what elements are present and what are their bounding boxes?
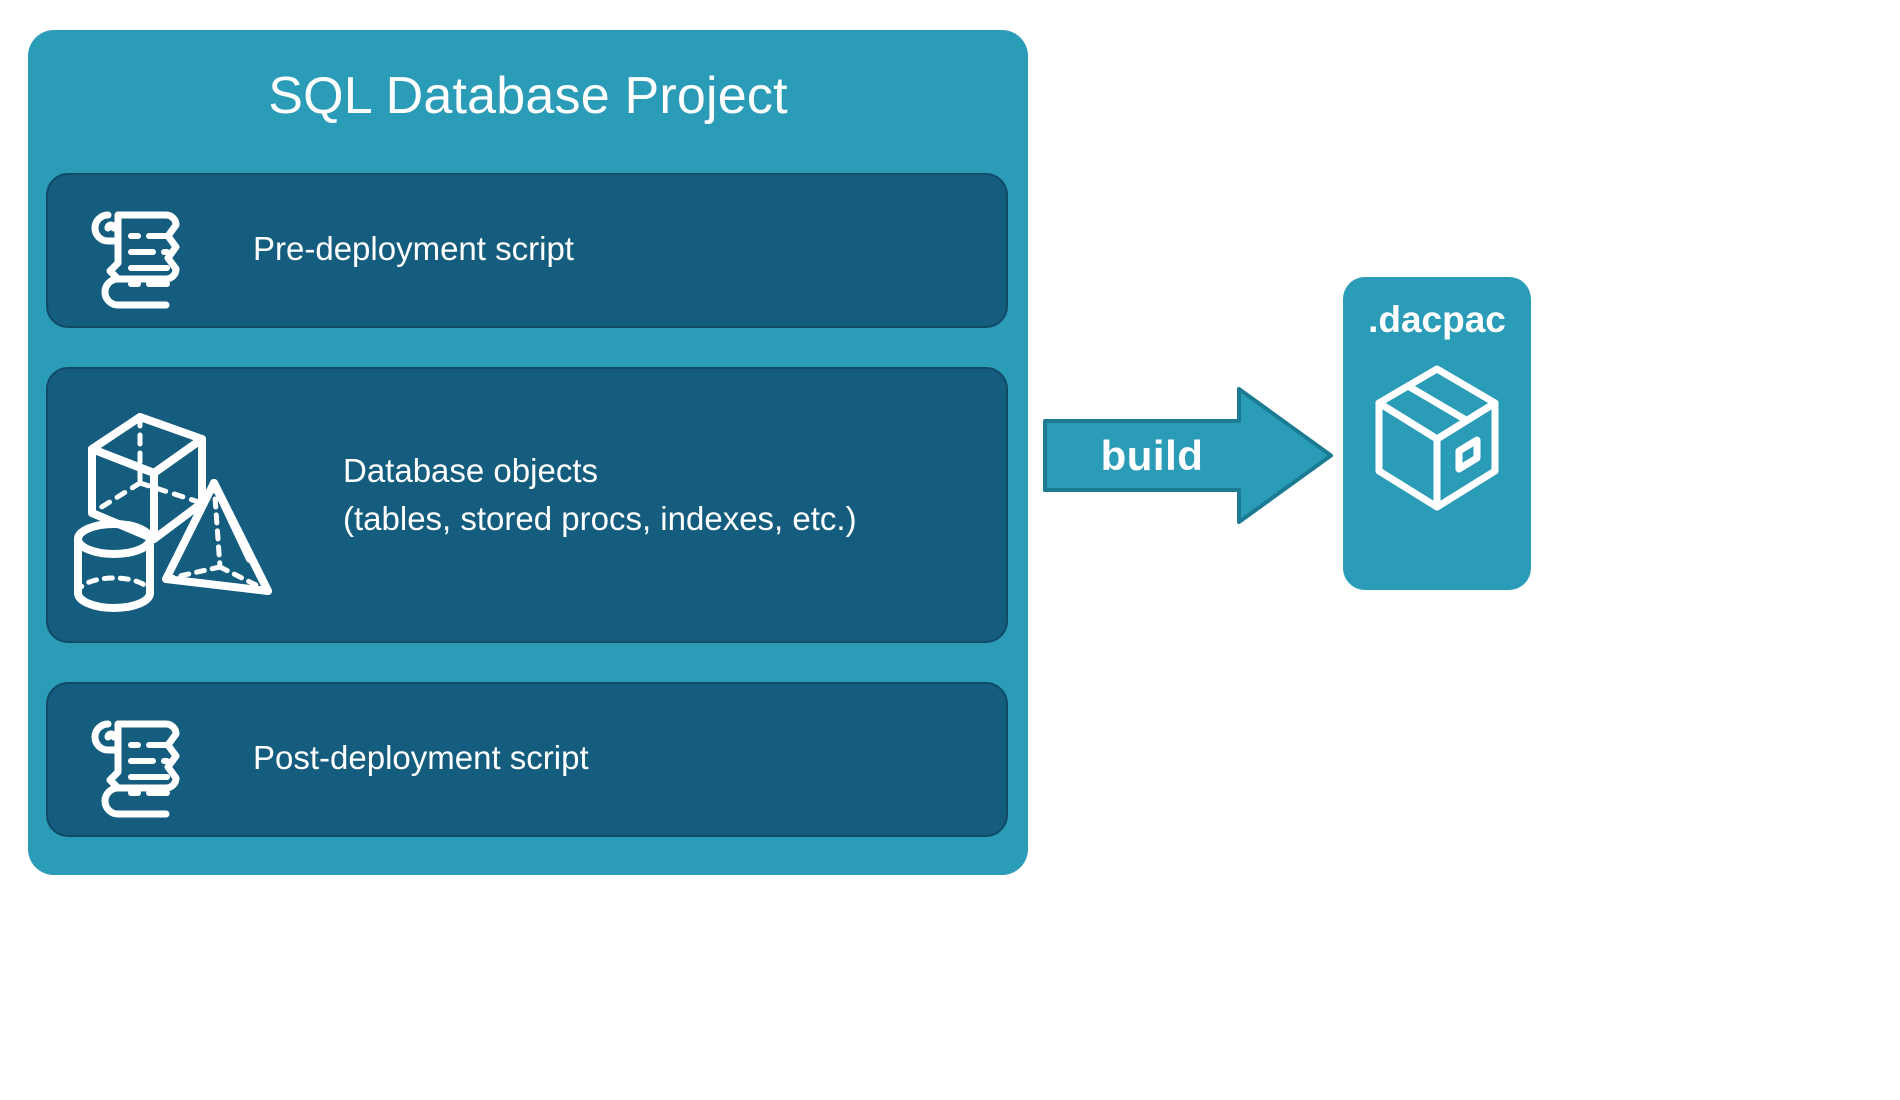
build-arrow: build (1043, 387, 1333, 524)
scroll-script-icon (76, 706, 194, 818)
card-database-objects[interactable]: Database objects (tables, stored procs, … (46, 367, 1008, 643)
dacpac-label: .dacpac (1368, 299, 1506, 340)
right-block-arrow-icon (1043, 387, 1333, 524)
sql-database-project-container: SQL Database Project (28, 30, 1028, 875)
card-post-deployment-script[interactable]: Post-deployment script (46, 682, 1008, 837)
package-box-icon (1367, 359, 1507, 519)
card-label-post-deployment: Post-deployment script (253, 739, 589, 776)
dacpac-output-card[interactable]: .dacpac (1343, 277, 1531, 590)
page-title: SQL Database Project (268, 67, 788, 125)
scroll-script-icon (76, 197, 194, 309)
build-arrow-label: build (1100, 431, 1204, 479)
card-pre-deployment-script[interactable]: Pre-deployment script (46, 173, 1008, 328)
3d-shapes-icon (62, 391, 307, 626)
card-label-pre-deployment: Pre-deployment script (253, 230, 574, 267)
card-label-database-objects: Database objects (tables, stored procs, … (343, 452, 857, 537)
